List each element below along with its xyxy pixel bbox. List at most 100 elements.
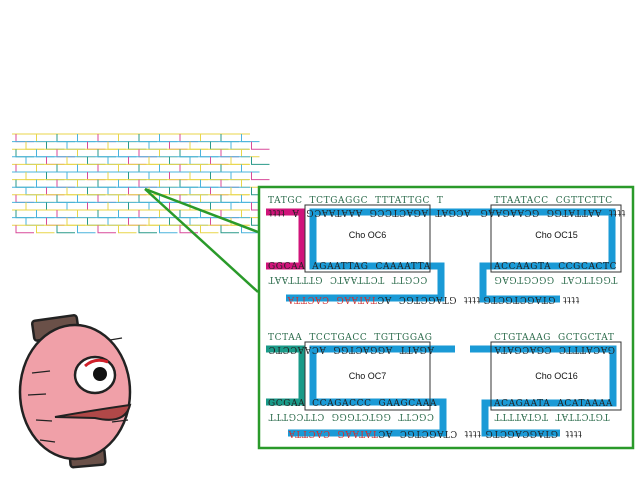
staple-sequence-top: AGATT AGGACTGG ACAACCTC <box>268 344 435 354</box>
staple-crossover <box>97 210 116 219</box>
staple-crossover <box>15 179 34 188</box>
staple-crossover <box>241 225 260 234</box>
tail-linker: tttt GTAGCTGC AC <box>376 294 488 304</box>
staple-crossover <box>87 202 106 211</box>
staple-crossover <box>148 217 167 226</box>
helix-box-oc15 <box>490 204 622 273</box>
helix-label: Cho OC15 <box>535 230 578 240</box>
staple-crossover <box>179 149 198 158</box>
staple-crossover <box>66 217 85 226</box>
mascot-body <box>18 323 132 461</box>
staple-crossover <box>179 179 198 188</box>
staple-crossover <box>138 149 157 158</box>
staple-crossover <box>179 164 198 173</box>
staple-crossover <box>220 210 239 219</box>
staple-crossover <box>118 225 137 234</box>
staple-crossover <box>128 156 147 165</box>
staple-crossover <box>169 187 188 196</box>
staple-crossover <box>97 134 116 143</box>
staple-crossover <box>251 156 270 165</box>
staple-crossover <box>189 172 208 181</box>
staple-crossover <box>36 179 55 188</box>
staple-crossover <box>179 194 198 203</box>
staple-crossover <box>241 179 260 188</box>
staple-crossover <box>210 156 229 165</box>
staple-crossover <box>179 210 198 219</box>
scaffold-sequence-bottom: CCGTT TCTTAATC GTTTTAAT <box>268 274 428 284</box>
staple-crossover <box>148 172 167 181</box>
staple-crossover <box>159 149 178 158</box>
staple-crossover <box>118 164 137 173</box>
staple-crossover <box>241 194 260 203</box>
staple-crossover <box>128 187 147 196</box>
scaffold-sequence-bottom: CGCTT GGTCTGGG CTTCGTTT <box>268 411 434 421</box>
staple-crossover <box>159 134 178 143</box>
staple-crossover <box>210 202 229 211</box>
staple-crossover <box>66 187 85 196</box>
staple-crossover <box>220 134 239 143</box>
staple-crossover <box>56 149 75 158</box>
staple-crossover <box>189 141 208 150</box>
staple-crossover <box>189 217 208 226</box>
staple-strand-oc6 <box>286 208 455 302</box>
cartoon-mascot <box>18 314 132 469</box>
staple-crossover <box>220 225 239 234</box>
staple-crossover <box>200 225 219 234</box>
staple-crossover <box>15 194 34 203</box>
staple-crossover <box>56 134 75 143</box>
staple-crossover <box>87 217 106 226</box>
staple-crossover <box>241 210 260 219</box>
scaffold-sequence-top: TATGC TCTGAGGC TTTATTGC T <box>268 196 444 206</box>
staple-crossover <box>138 210 157 219</box>
staple-crossover <box>77 194 96 203</box>
staple-crossover <box>97 194 116 203</box>
staple-sequence-bottom: ACAGAATA ACATAAAA <box>494 399 614 409</box>
staple-crossover <box>159 225 178 234</box>
staple-crossover <box>118 194 137 203</box>
staple-crossover <box>128 141 147 150</box>
staple-crossover <box>77 179 96 188</box>
staple-crossover <box>25 187 44 196</box>
staple-crossover <box>97 149 116 158</box>
staple-crossover <box>46 202 65 211</box>
staple-crossover <box>230 187 249 196</box>
staple-crossover <box>138 225 157 234</box>
staple-crossover <box>220 194 239 203</box>
staple-sequence-bottom: GGCAA AGAATTAG CAAAATTA <box>268 262 431 272</box>
staple-crossover <box>107 156 126 165</box>
staple-crossover <box>241 164 260 173</box>
scaffold-sequence-bottom: TGGTTCAT GGCGTGAG <box>494 274 618 284</box>
staple-sequence-top: tttt AATTATGG GCAAGAAG <box>480 207 626 217</box>
staple-oc16 <box>470 341 622 437</box>
staple-crossover <box>25 217 44 226</box>
staple-sequence-top: ACGAT AGACTCCG AAATAACG A tttt <box>268 207 471 217</box>
staple-crossover <box>25 172 44 181</box>
staple-crossover <box>230 172 249 181</box>
staple-crossover <box>230 156 249 165</box>
staple-crossover <box>118 179 137 188</box>
staple-oc6 <box>266 204 455 302</box>
staple-crossover <box>159 164 178 173</box>
staple-strand-oc7 <box>288 345 455 437</box>
staple-crossover <box>107 141 126 150</box>
staple-crossover <box>66 172 85 181</box>
staple-sequence-top: GACATTTC CGACGATA <box>494 344 616 354</box>
scaffold-sequence-top: CTGTAAAG GCTGCTAT <box>494 333 615 343</box>
helix-box-oc7 <box>304 341 431 411</box>
staple-crossover <box>251 141 270 150</box>
staple-crossover <box>210 141 229 150</box>
staple-crossover <box>46 156 65 165</box>
staple-crossover <box>56 179 75 188</box>
staple-crossover <box>15 225 34 234</box>
staple-crossover <box>200 164 219 173</box>
staple-crossover <box>66 156 85 165</box>
staple-crossover <box>15 164 34 173</box>
zoom-callout-line <box>144 187 259 234</box>
tail-linker: tttt CTAGCTGC AC <box>377 428 488 438</box>
staple-crossover <box>230 202 249 211</box>
staple-crossover <box>210 172 229 181</box>
staple-crossover <box>118 210 137 219</box>
staple-crossover <box>36 164 55 173</box>
staple-crossover <box>56 210 75 219</box>
